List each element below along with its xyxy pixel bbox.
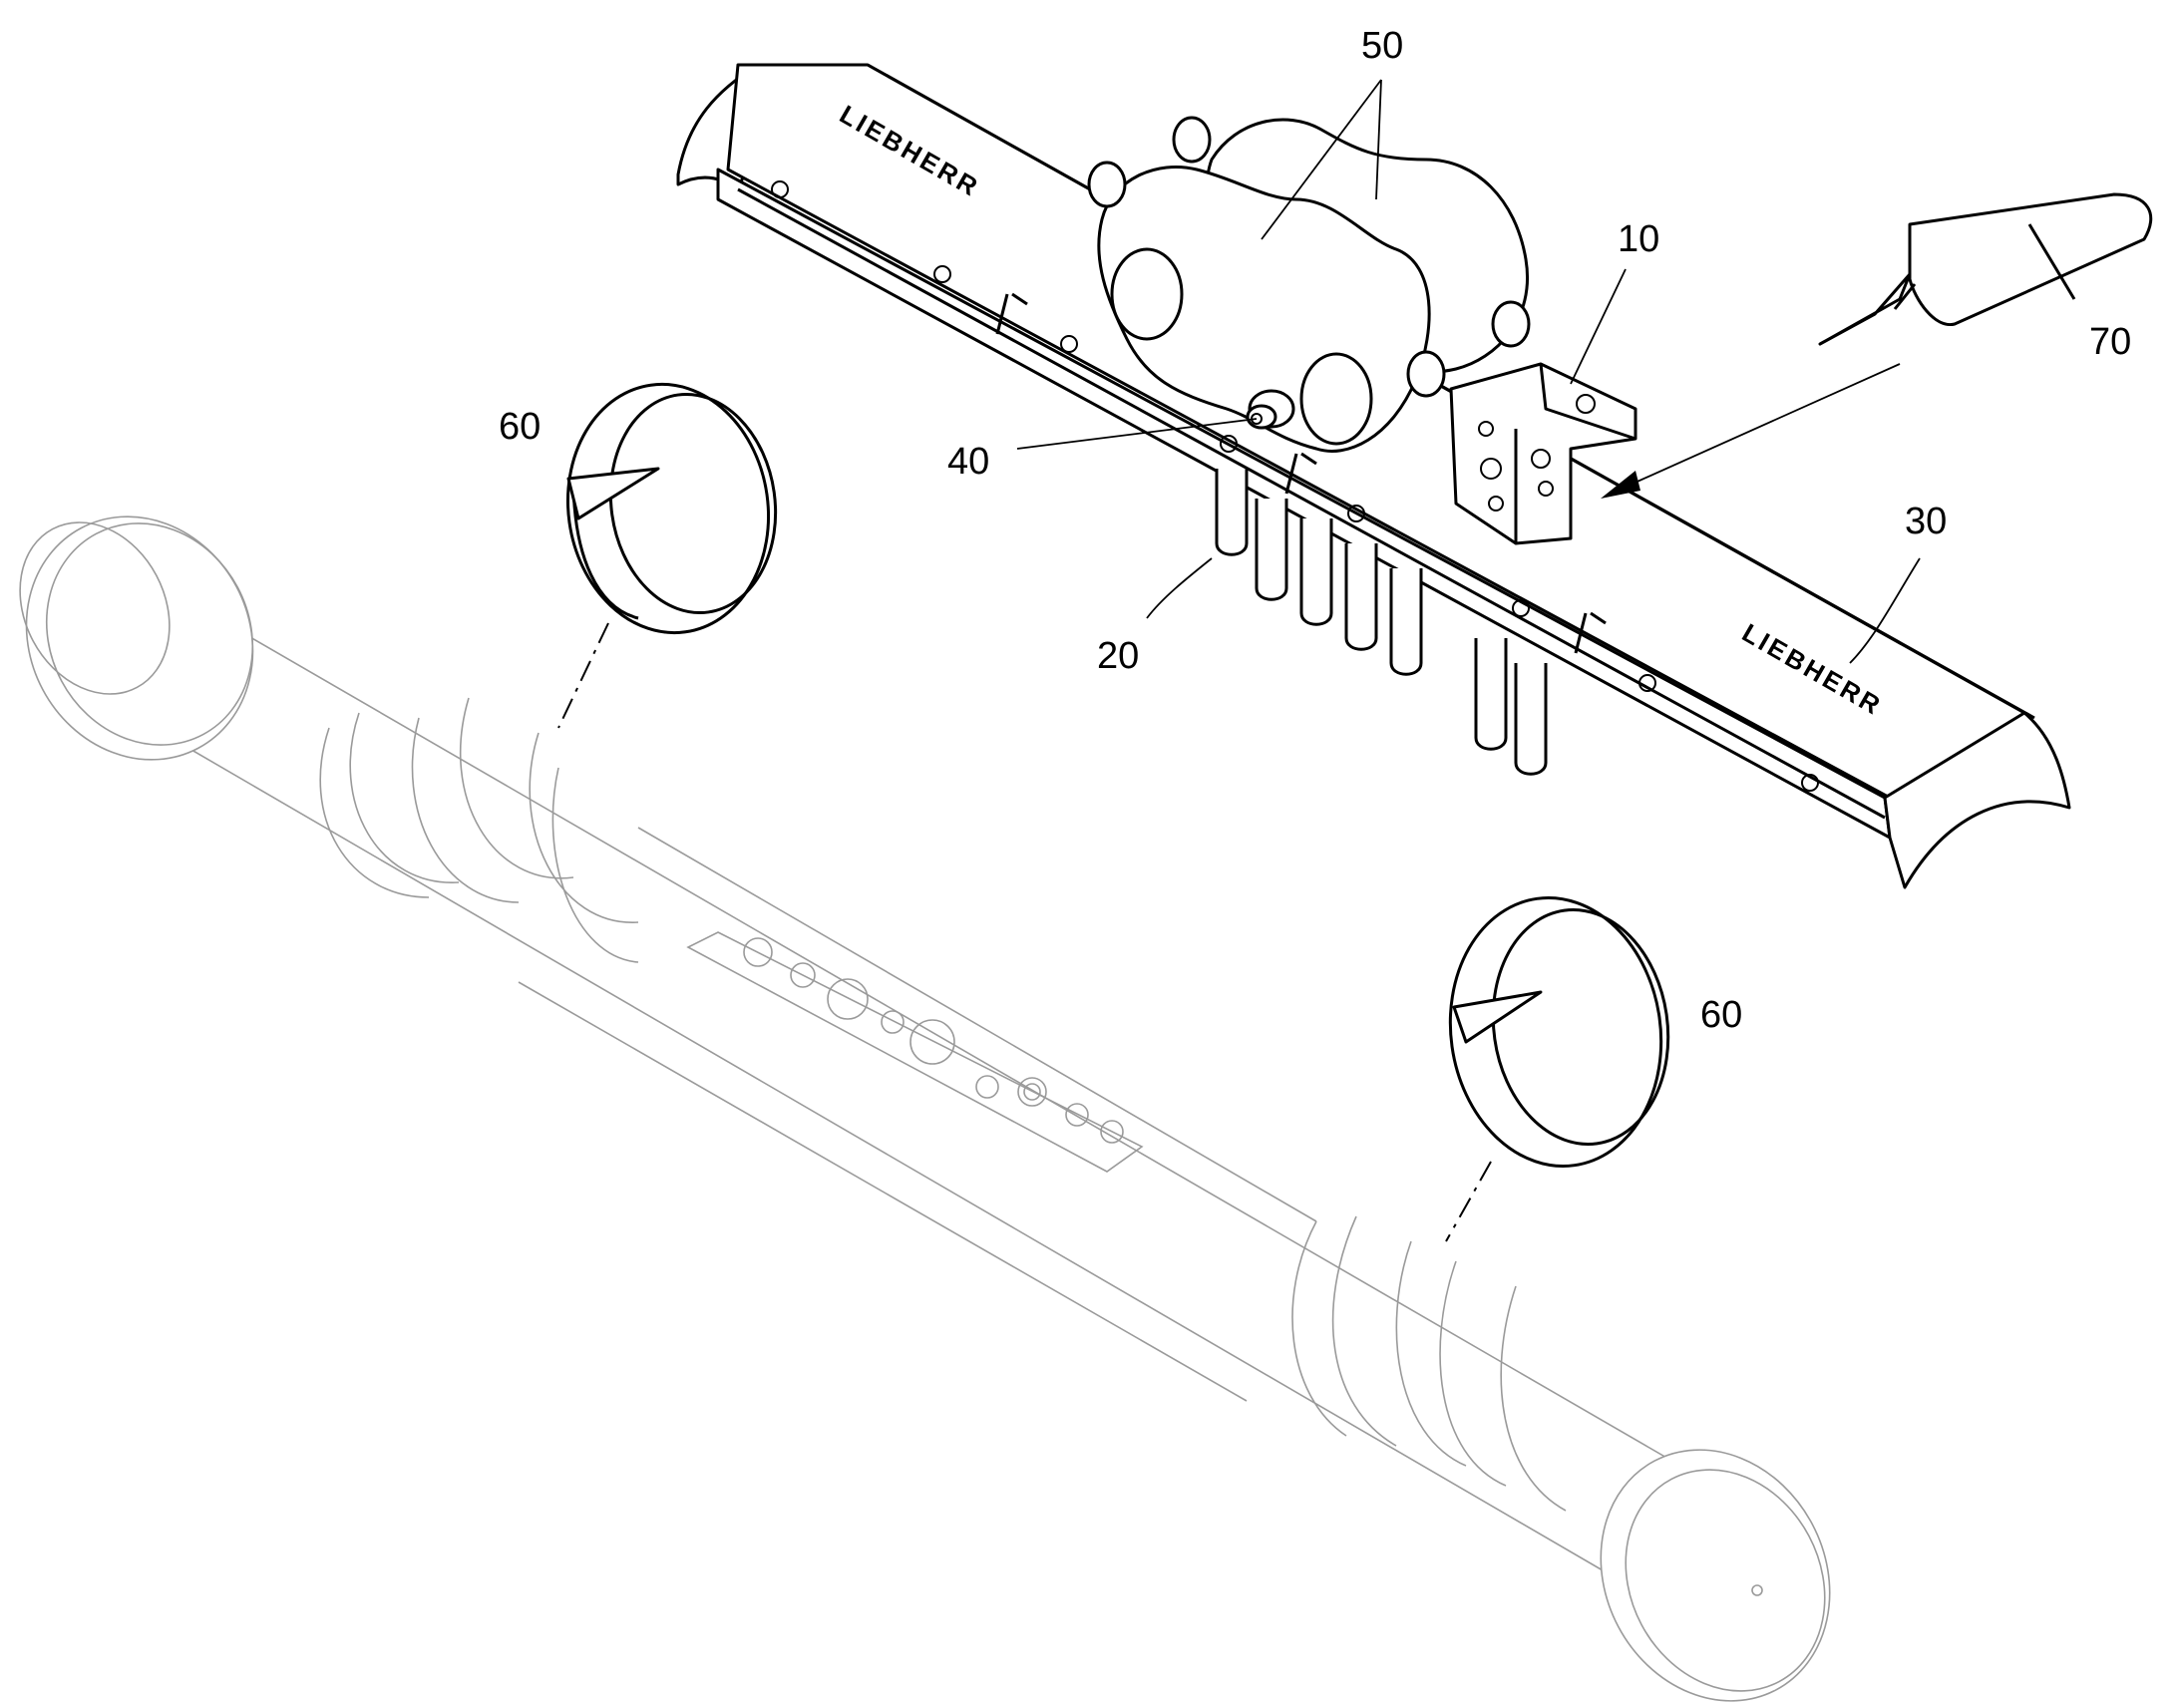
leader-50b: [1375, 79, 1382, 200]
label-60-left: 60: [499, 406, 541, 448]
arrow-head: [1601, 471, 1640, 499]
arrow-line: [1610, 363, 1901, 495]
applicator-tube: [1818, 192, 2153, 346]
assembly-line-right: [1445, 1161, 1492, 1242]
label-50: 50: [1361, 25, 1403, 67]
assembly-line-left: [557, 622, 609, 729]
clamp-halves: [1087, 116, 1531, 453]
piston-rod: [19, 515, 1831, 1702]
leader-20: [1146, 557, 1213, 619]
leader-40: [1016, 418, 1258, 450]
label-10: 10: [1618, 218, 1659, 260]
lube-fitting: [1246, 389, 1295, 430]
label-60-right: 60: [1700, 994, 1742, 1036]
leader-50a: [1261, 79, 1382, 240]
label-20: 20: [1097, 635, 1139, 677]
mounting-screws: [1215, 469, 1548, 776]
label-40: 40: [947, 441, 989, 483]
leader-30: [1849, 557, 1921, 664]
label-30: 30: [1905, 501, 1947, 542]
leader-10: [1570, 268, 1627, 385]
guide-ring-left: [565, 382, 778, 635]
label-70: 70: [2089, 321, 2131, 363]
guide-ring-right: [1448, 896, 1670, 1168]
